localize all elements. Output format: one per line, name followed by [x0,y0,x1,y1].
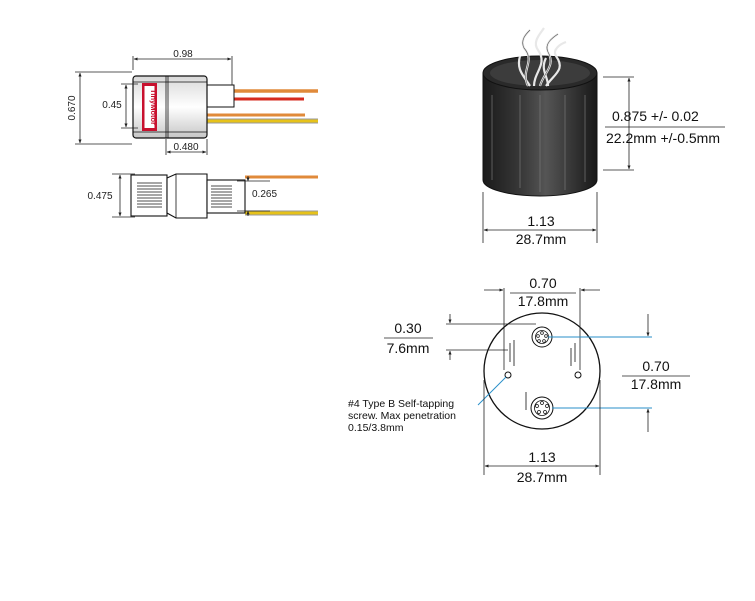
screw-note-line-2: screw. Max penetration [348,410,456,422]
front-connector [206,179,246,214]
front-body [166,173,208,219]
side-view: TinyMotor 0.98 0.670 0.45 0.480 [67,49,318,155]
svg-text:TinyMotor: TinyMotor [149,89,158,125]
lead-exit-bottom-icon [530,396,554,420]
screw-note-line-3: 0.15/3.8mm [348,422,404,434]
front-rear-cap [130,174,168,217]
dim-front-height: 0.475 [87,191,112,202]
dim-iso-height-mm: 22.2mm +/-0.5mm [606,130,720,146]
dim-end-spacing-top-mm: 17.8mm [518,293,569,309]
mounting-hole-left-icon [504,371,512,379]
dim-iso-diameter-mm: 28.7mm [516,231,567,247]
dim-end-diameter-mm: 28.7mm [517,469,568,485]
dim-end-offset-in: 0.30 [394,320,421,336]
dim-iso-height-in: 0.875 +/- 0.02 [612,108,699,124]
dim-end-spacing-right-mm: 17.8mm [631,376,682,392]
dim-end-spacing-right-in: 0.70 [642,358,669,374]
front-view: 0.475 0.265 [87,173,318,219]
dim-iso-diameter-in: 1.13 [527,213,554,229]
wire-connector [203,84,235,108]
mounting-hole-right-icon [574,371,582,379]
dim-overall-length: 0.98 [173,49,193,60]
dim-slot-height: 0.265 [252,189,277,200]
dim-end-diameter-in: 1.13 [528,449,555,465]
screw-note-line-1: #4 Type B Self-tapping [348,398,454,410]
dim-end-offset-mm: 7.6mm [387,340,430,356]
dim-body-length: 0.480 [173,142,198,153]
end-view: 0.70 17.8mm 0.30 7.6mm 0.70 17.8mm #4 Ty… [348,275,690,485]
dim-end-spacing-top-in: 0.70 [529,275,556,291]
dim-body-height: 0.45 [102,100,122,111]
tinymotor-logo-icon: TinyMotor [142,83,158,131]
dim-overall-height: 0.670 [67,95,78,120]
iso-view: 0.875 +/- 0.02 22.2mm +/-0.5mm 1.13 28.7… [482,27,725,247]
end-face-outline [483,312,601,430]
